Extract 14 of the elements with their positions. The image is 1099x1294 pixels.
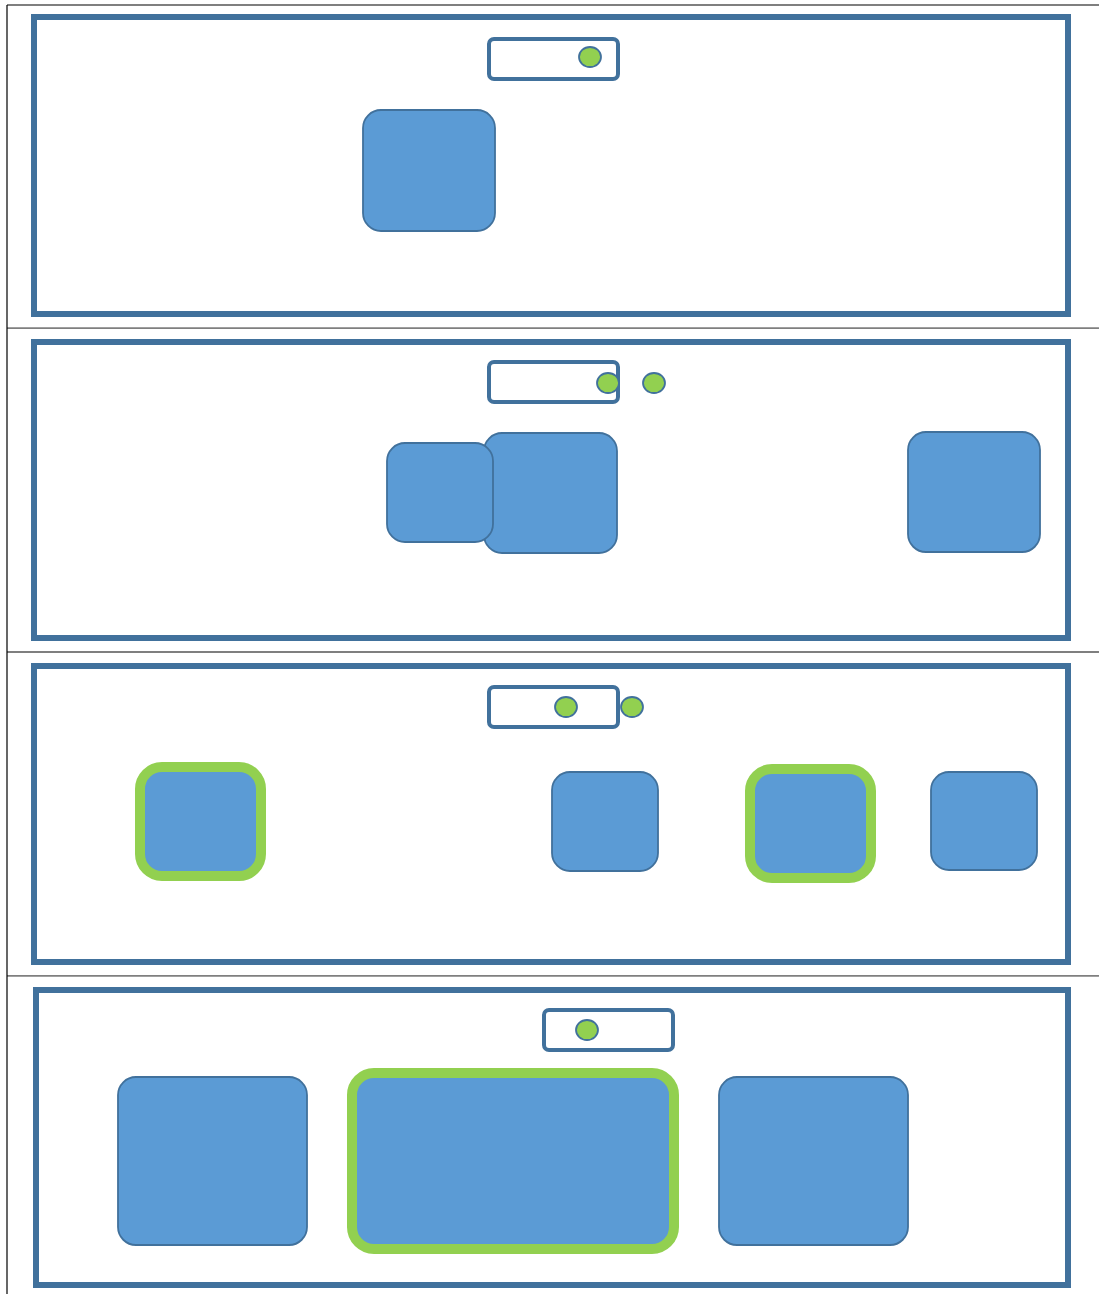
rounded-square <box>551 771 659 872</box>
panel-frame <box>31 14 1071 317</box>
rounded-square <box>117 1076 308 1246</box>
slider-track <box>487 360 620 404</box>
rounded-square <box>718 1076 909 1246</box>
rounded-square <box>386 442 494 543</box>
rounded-square <box>347 1068 679 1254</box>
slider-track <box>542 1008 675 1052</box>
slider-track <box>487 685 620 729</box>
slider-track <box>487 37 620 81</box>
rounded-square <box>907 431 1041 553</box>
rounded-square <box>362 109 496 232</box>
rounded-square <box>483 432 618 554</box>
rounded-square <box>930 771 1038 871</box>
